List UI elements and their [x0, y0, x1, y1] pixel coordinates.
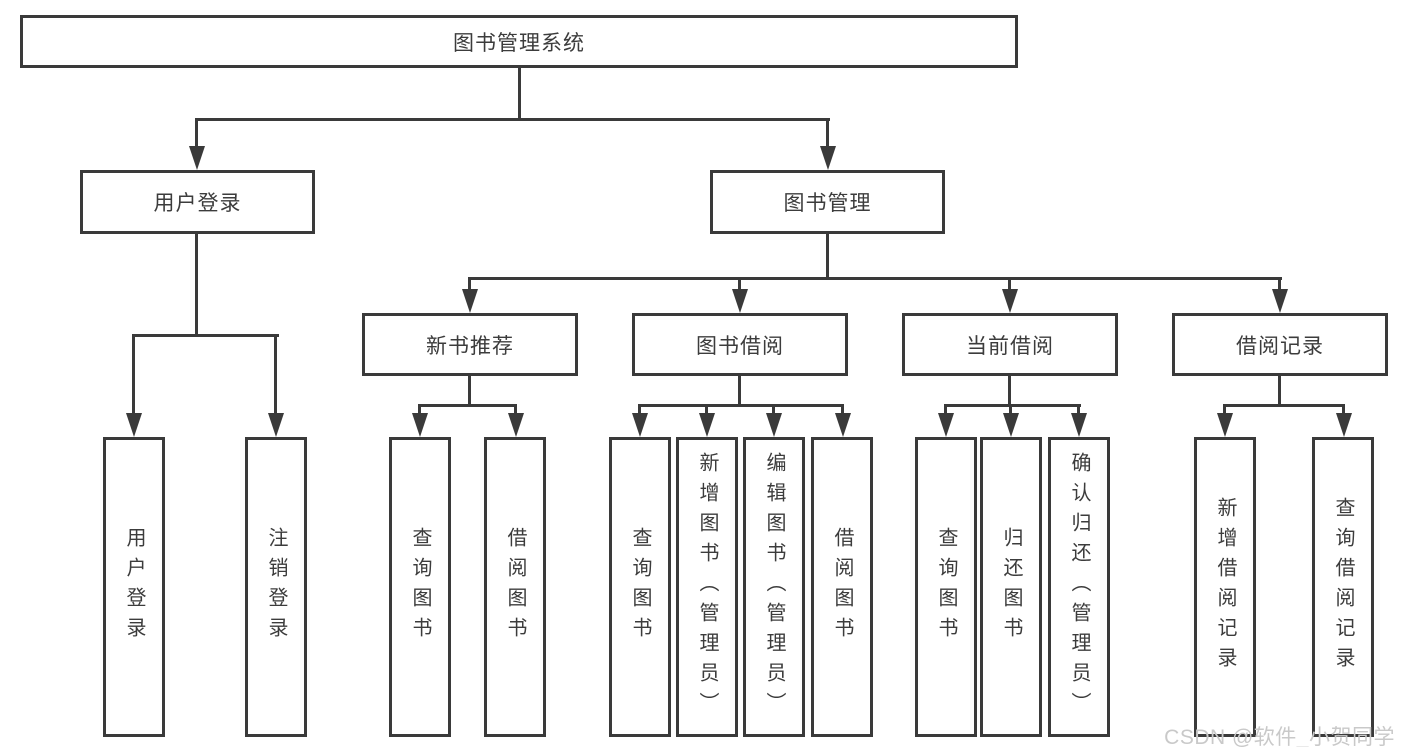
connector-line [418, 404, 421, 419]
connector-line [468, 277, 1282, 280]
connector-line [826, 118, 829, 150]
connector-line [514, 404, 517, 419]
arrowhead-down-icon [938, 413, 954, 437]
leaf-borrow-borrow-book: 借阅图书 [811, 437, 873, 737]
connector-line [132, 334, 135, 419]
arrowhead-down-icon [732, 289, 748, 313]
csdn-watermark: CSDN @软件_小贺同学 [1164, 726, 1395, 747]
connector-line [1223, 404, 1226, 419]
connector-line [1009, 404, 1012, 419]
connector-line [1278, 277, 1281, 293]
leaf-records-add-record: 新增借阅记录 [1194, 437, 1256, 737]
node-user-login-branch: 用户登录 [80, 170, 315, 234]
leaf-recommend-borrow-book: 借阅图书 [484, 437, 546, 737]
connector-line [772, 404, 775, 419]
arrowhead-down-icon [766, 413, 782, 437]
connector-line [518, 67, 521, 121]
arrowhead-down-icon [462, 289, 478, 313]
arrowhead-down-icon [412, 413, 428, 437]
connector-line [841, 404, 844, 419]
node-root-library-system: 图书管理系统 [20, 15, 1018, 68]
arrowhead-down-icon [835, 413, 851, 437]
node-current-borrow: 当前借阅 [902, 313, 1118, 376]
connector-line [274, 334, 277, 419]
leaf-logout: 注销登录 [245, 437, 307, 737]
arrowhead-down-icon [268, 413, 284, 437]
connector-line [638, 404, 641, 419]
connector-line [195, 118, 198, 150]
connector-line [418, 404, 517, 407]
leaf-borrow-query-book: 查询图书 [609, 437, 671, 737]
arrowhead-down-icon [1217, 413, 1233, 437]
connector-line [468, 376, 471, 407]
node-book-management-branch: 图书管理 [710, 170, 945, 234]
arrowhead-down-icon [126, 413, 142, 437]
connector-line [1278, 376, 1281, 407]
leaf-user-login: 用户登录 [103, 437, 165, 737]
leaf-borrow-add-book-admin: 新增图书（管理员） [676, 437, 738, 737]
node-borrow-records: 借阅记录 [1172, 313, 1388, 376]
arrowhead-down-icon [820, 146, 836, 170]
arrowhead-down-icon [699, 413, 715, 437]
connector-line [738, 376, 741, 407]
arrowhead-down-icon [632, 413, 648, 437]
arrowhead-down-icon [1002, 289, 1018, 313]
node-book-borrow: 图书借阅 [632, 313, 848, 376]
connector-line [826, 234, 829, 279]
connector-line [705, 404, 708, 419]
connector-line [1008, 277, 1011, 293]
connector-line [132, 334, 279, 337]
leaf-current-query-book: 查询图书 [915, 437, 977, 737]
arrowhead-down-icon [1003, 413, 1019, 437]
connector-line [1077, 404, 1080, 419]
leaf-current-return-book: 归还图书 [980, 437, 1042, 737]
connector-line [468, 277, 471, 293]
arrowhead-down-icon [1272, 289, 1288, 313]
connector-line [195, 234, 198, 337]
arrowhead-down-icon [1071, 413, 1087, 437]
arrowhead-down-icon [508, 413, 524, 437]
connector-line [944, 404, 947, 419]
arrowhead-down-icon [1336, 413, 1352, 437]
connector-line [195, 118, 830, 121]
connector-line [1008, 376, 1011, 407]
connector-line [944, 404, 1081, 407]
connector-line [638, 404, 844, 407]
leaf-current-confirm-return-admin: 确认归还（管理员） [1048, 437, 1110, 737]
node-new-book-recommend: 新书推荐 [362, 313, 578, 376]
leaf-borrow-edit-book-admin: 编辑图书（管理员） [743, 437, 805, 737]
connector-line [1342, 404, 1345, 419]
connector-line [738, 277, 741, 293]
leaf-records-query-record: 查询借阅记录 [1312, 437, 1374, 737]
connector-line [1223, 404, 1345, 407]
arrowhead-down-icon [189, 146, 205, 170]
leaf-recommend-query-book: 查询图书 [389, 437, 451, 737]
